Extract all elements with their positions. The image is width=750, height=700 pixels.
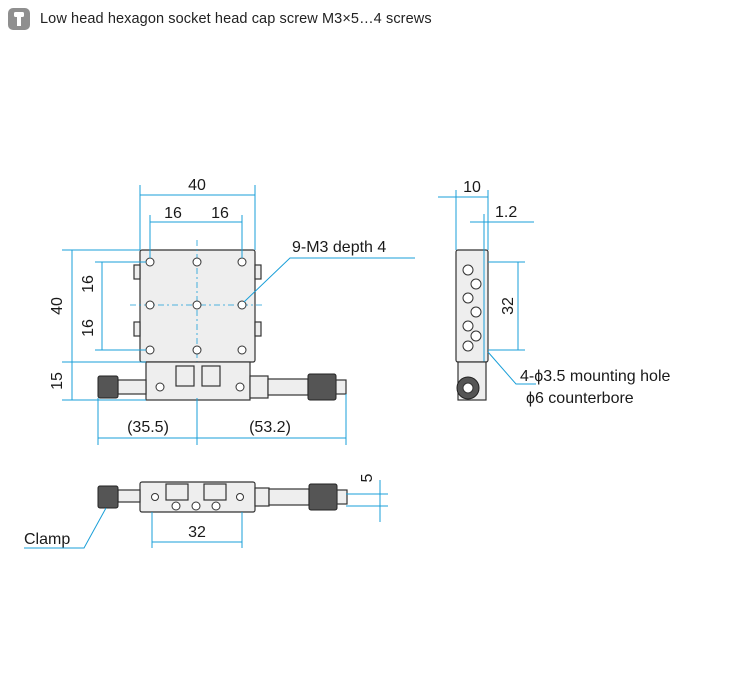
bottom-view-dimensions: 5 32 Clamp [24,473,388,549]
header-text: Low head hexagon socket head cap screw M… [40,11,432,27]
hole [192,345,202,355]
clamp-shaft [117,379,147,395]
clamp-block [175,365,195,387]
dim-left-sub-b: 16 [80,319,97,337]
hole [237,300,247,310]
dim-bottom-right: (53.2) [249,419,291,436]
stage-tab [133,264,141,280]
stage-tab [254,264,262,280]
bottom-view [97,481,348,513]
dim-top-sub-a: 16 [164,205,182,222]
hole [145,257,155,267]
dim-side-offset: 1.2 [495,204,517,221]
side-view [455,249,489,401]
stage-tab [133,321,141,337]
hole [145,345,155,355]
stage-tab [254,321,262,337]
clamp-knob [97,375,119,399]
stage-base [145,361,251,401]
micrometer-thimble [307,373,337,401]
header: Low head hexagon socket head cap screw M… [8,8,432,30]
micrometer-sleeve [249,375,269,399]
callout-tapped-holes: 9-M3 depth 4 [292,239,386,256]
front-view-dimensions: 40 16 16 40 16 16 15 (35.5) (53.2) 9-M3 … [49,177,415,445]
dim-left-height: 40 [49,297,66,315]
bottom-clamp-knob [97,485,119,509]
hole [237,345,247,355]
dim-top-sub-b: 16 [211,205,229,222]
front-view [97,240,347,405]
callout-counterbore: ϕ6 counterbore [526,390,634,407]
dim-top-width: 40 [188,177,206,194]
screw-info-icon [8,8,30,30]
dim-bottom-left: (35.5) [127,419,169,436]
dim-bottom-height: 5 [359,473,376,482]
dim-side-height: 32 [500,297,517,315]
dim-left-sub-a: 16 [80,275,97,293]
side-view-dimensions: 10 1.2 32 4-ϕ3.5 mounting hole ϕ6 counte… [438,179,670,407]
dim-side-width: 10 [463,179,481,196]
dim-bottom-width: 32 [188,524,206,541]
hole [192,257,202,267]
dim-left-base: 15 [49,372,66,390]
hole [192,300,202,310]
micrometer-ratchet [335,379,347,395]
callout-clamp: Clamp [24,531,70,548]
hole [237,257,247,267]
micrometer-barrel [267,378,309,396]
hole [145,300,155,310]
clamp-block [201,365,221,387]
callout-mounting-hole: 4-ϕ3.5 mounting hole [520,368,670,385]
